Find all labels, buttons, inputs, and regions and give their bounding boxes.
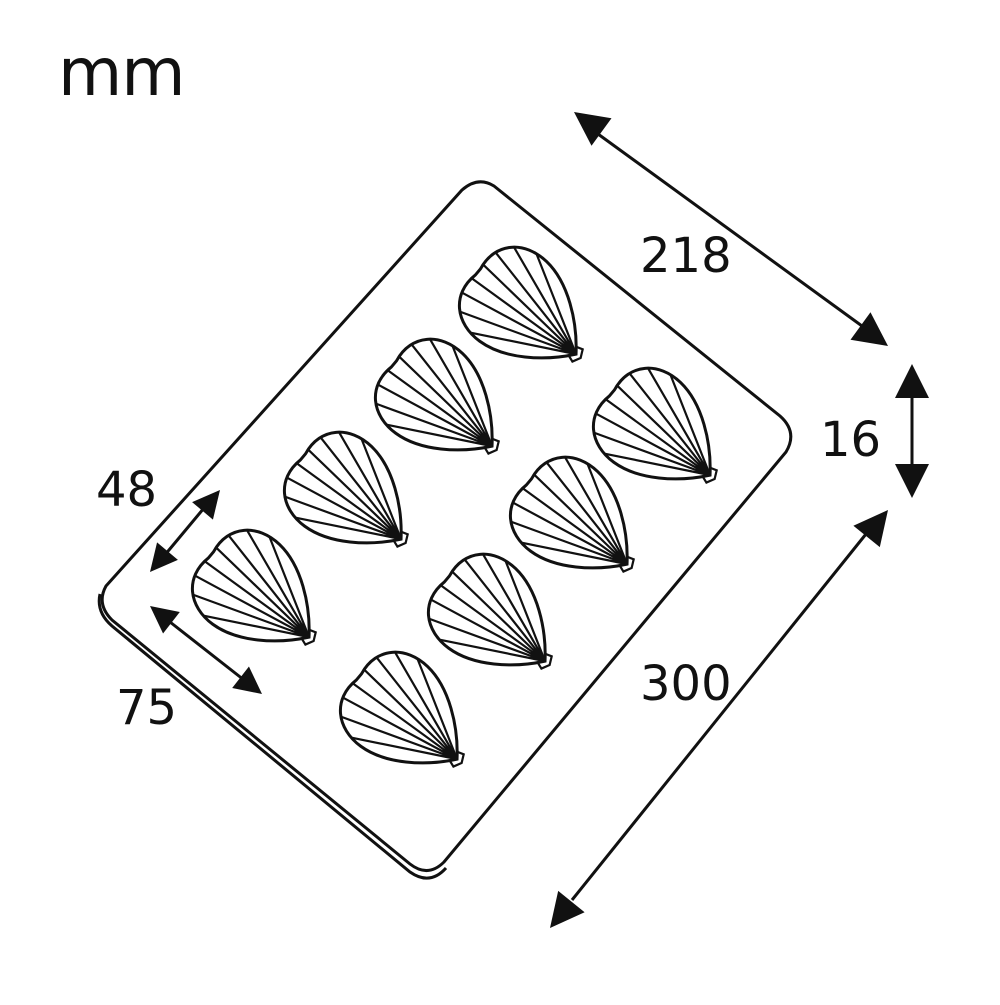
width-dimension-label: 218 <box>640 228 732 284</box>
length-dimension-label: 300 <box>640 656 732 712</box>
dimension-arrow-16 <box>892 364 932 498</box>
cavity-length-label: 75 <box>116 680 178 736</box>
dimension-arrow-300 <box>536 499 902 939</box>
unit-label: mm <box>58 34 186 111</box>
dimension-arrow-218 <box>564 98 898 360</box>
dimension-arrow-75 <box>141 595 271 705</box>
dimension-arrow-48 <box>139 481 231 581</box>
tray-plate <box>97 180 793 880</box>
height-dimension-label: 16 <box>820 412 882 468</box>
cavity-width-label: 48 <box>96 462 158 518</box>
